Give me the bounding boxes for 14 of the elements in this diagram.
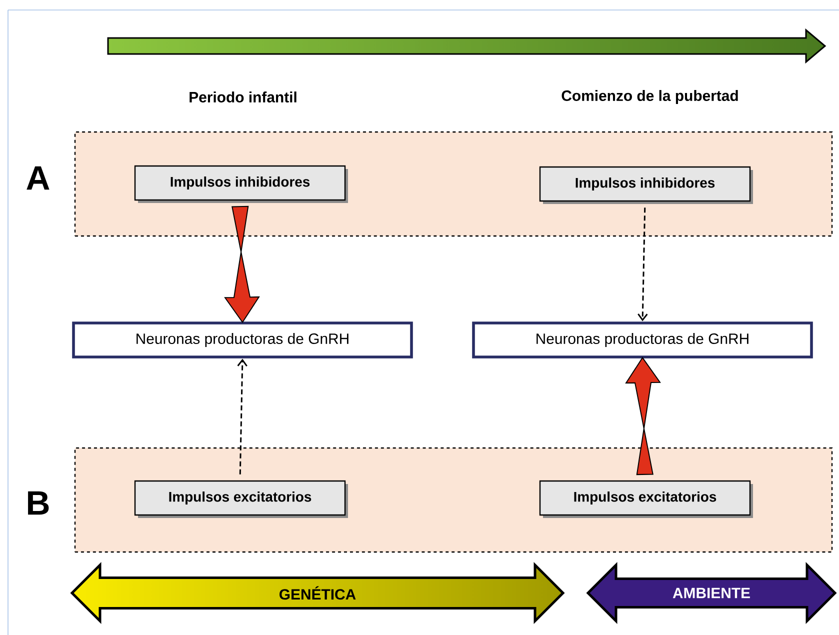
arrow [237,358,248,474]
arrow [638,208,648,322]
process-box: Impulsos excitatorios [539,480,753,518]
process-box: Neuronas productoras de GnRH [72,322,413,358]
row-letter: B [28,491,49,515]
process-box: Neuronas productoras de GnRH [472,322,813,358]
column-heading: Comienzo de la pubertad [562,90,738,104]
row-letter: A [26,166,50,190]
block-arrow [224,206,260,324]
block-arrow [625,356,661,476]
process-box: Impulsos inhibidores [134,165,348,203]
process-box: Impulsos excitatorios [134,480,348,518]
column-heading: Periodo infantil [190,92,296,102]
process-box: Impulsos inhibidores [539,166,753,204]
